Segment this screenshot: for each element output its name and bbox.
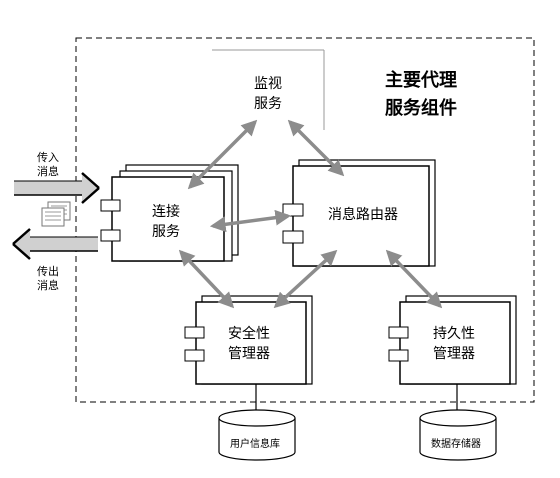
persistence-manager: 持久性 管理器 xyxy=(388,295,517,385)
arrow-connection-security xyxy=(178,249,235,309)
arrow-router-security xyxy=(273,249,338,309)
security-manager-line2: 管理器 xyxy=(228,346,270,362)
title-line1: 主要代理 xyxy=(385,69,457,91)
monitor-service-bracket xyxy=(212,49,325,130)
outgoing-message-arrow xyxy=(12,228,98,260)
message-router-label: 消息路由器 xyxy=(328,206,398,223)
connection-service: 连接 服务 xyxy=(100,164,239,262)
monitor-service-line1: 监视 xyxy=(254,76,282,92)
user-info-database: 用户信息库 xyxy=(218,409,296,461)
security-manager-line1: 安全性 xyxy=(228,325,270,342)
outgoing-message-line2: 消息 xyxy=(37,278,59,292)
arrow-monitor-router xyxy=(287,119,345,177)
arrow-router-persistence xyxy=(385,249,443,309)
data-store-database-label: 数据存储器 xyxy=(431,437,481,450)
title-line2: 服务组件 xyxy=(385,97,457,119)
persistence-manager-line1: 持久性 xyxy=(433,326,475,342)
incoming-message-line2: 消息 xyxy=(37,164,59,178)
message-document-icon xyxy=(41,201,71,227)
persistence-manager-line2: 管理器 xyxy=(433,346,475,362)
monitor-service-line2: 服务 xyxy=(254,96,282,112)
incoming-message-line1: 传入 xyxy=(37,151,59,164)
broker-boundary xyxy=(75,37,535,403)
arrow-monitor-connection xyxy=(187,119,258,190)
message-router: 消息路由器 xyxy=(282,159,436,267)
incoming-message-arrow xyxy=(14,172,100,204)
connection-service-line1: 连接 xyxy=(152,203,180,220)
connection-service-line2: 服务 xyxy=(152,224,180,240)
user-info-database-label: 用户信息库 xyxy=(230,437,280,450)
security-manager: 安全性 管理器 xyxy=(184,295,313,385)
data-store-database: 数据存储器 xyxy=(419,409,497,461)
arrow-connection-router xyxy=(209,209,292,233)
outgoing-message-line1: 传出 xyxy=(37,264,59,278)
